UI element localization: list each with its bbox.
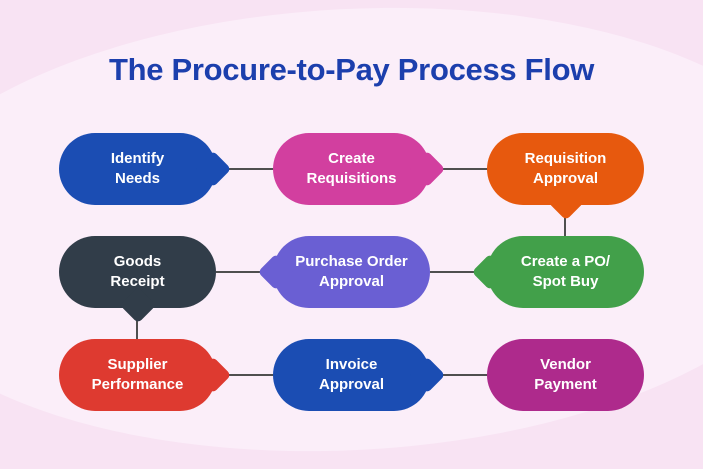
node-label-line1: Identify xyxy=(110,150,165,167)
node-tail xyxy=(119,286,156,324)
connector-goods-receipt-to-supplier xyxy=(136,306,138,340)
node-label-line2: Approval xyxy=(532,170,598,187)
node-create-requisitions: Create Requisitions xyxy=(273,133,446,205)
node-purchase-order-approval: Purchase Order Approval xyxy=(257,236,430,308)
page-title: The Procure-to-Pay Process Flow xyxy=(108,52,595,87)
node-label-line1: Requisition xyxy=(524,150,607,167)
node-label-line1: Vendor xyxy=(540,356,591,373)
node-label-line1: Create a PO/ xyxy=(520,253,611,270)
connector-approval-to-create-po xyxy=(564,203,566,237)
node-label-line1: Supplier xyxy=(107,356,168,373)
node-label-line2: Payment xyxy=(534,376,597,393)
node-label-line2: Needs xyxy=(114,170,161,187)
connector-identify-to-requisitions xyxy=(222,168,274,170)
node-label-line2: Receipt xyxy=(110,273,165,290)
node-tail xyxy=(547,183,584,221)
connector-po-approval-to-goods-receipt xyxy=(216,271,268,273)
connector-supplier-to-invoice xyxy=(222,374,274,376)
node-label-line2: Approval xyxy=(318,376,384,393)
node-tail xyxy=(194,356,232,394)
node-label-line1: Invoice xyxy=(325,356,378,373)
node-requisition-approval: Requisition Approval xyxy=(487,133,644,221)
connector-create-po-to-po-approval xyxy=(430,271,482,273)
node-label-line2: Spot Buy xyxy=(532,273,599,290)
node-identify-needs: Identify Needs xyxy=(59,133,232,205)
node-tail xyxy=(257,253,295,291)
node-invoice-approval: Invoice Approval xyxy=(273,339,446,411)
node-tail xyxy=(408,356,446,394)
node-label-line2: Requisitions xyxy=(306,170,397,187)
node-label-line1: Purchase Order xyxy=(295,253,408,270)
node-tail xyxy=(408,150,446,188)
node-label-line2: Performance xyxy=(91,376,184,393)
node-create-po-spot-buy: Create a PO/ Spot Buy xyxy=(471,236,644,308)
node-label-line1: Create xyxy=(328,150,375,167)
node-vendor-payment: Vendor Payment xyxy=(487,339,644,411)
node-tail xyxy=(194,150,232,188)
node-tail xyxy=(471,253,509,291)
connector-requisitions-to-approval xyxy=(436,168,488,170)
node-goods-receipt: Goods Receipt xyxy=(59,236,216,324)
node-label-line2: Approval xyxy=(318,273,384,290)
connector-invoice-to-vendor-payment xyxy=(436,374,488,376)
node-supplier-performance: Supplier Performance xyxy=(59,339,232,411)
node-label-line1: Goods xyxy=(113,253,162,270)
